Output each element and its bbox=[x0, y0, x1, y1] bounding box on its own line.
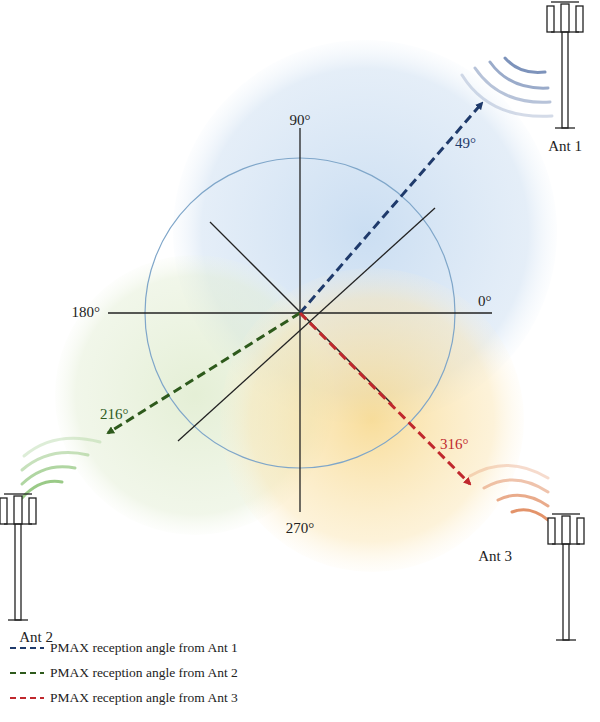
antenna-label: Ant 2 bbox=[19, 629, 53, 646]
antenna-icon bbox=[0, 494, 36, 620]
antenna-icon bbox=[547, 2, 583, 128]
legend-text: PMAX reception angle from Ant 3 bbox=[50, 691, 238, 706]
legend-text: PMAX reception angle from Ant 2 bbox=[50, 666, 238, 681]
angle-value: 49° bbox=[455, 135, 476, 152]
antenna-label: Ant 1 bbox=[548, 138, 582, 155]
angle-label: 180° bbox=[72, 304, 101, 321]
legend-text: PMAX reception angle from Ant 1 bbox=[50, 641, 238, 656]
angle-label: 0° bbox=[478, 293, 492, 310]
angle-value: 216° bbox=[100, 406, 129, 423]
legend-sample bbox=[10, 697, 44, 699]
antenna-label: Ant 3 bbox=[478, 548, 512, 565]
angle-value: 316° bbox=[440, 436, 469, 453]
legend-sample bbox=[10, 647, 44, 649]
angle-label: 90° bbox=[290, 112, 311, 129]
legend-sample bbox=[10, 672, 44, 674]
antenna-icon bbox=[548, 514, 584, 640]
angle-label: 270° bbox=[286, 520, 315, 537]
